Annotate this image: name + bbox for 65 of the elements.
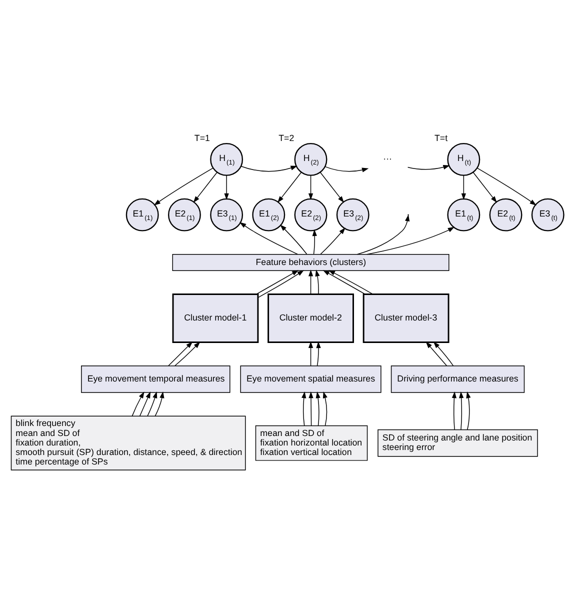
arrow [452, 390, 457, 430]
arrow [312, 228, 317, 254]
arrow [328, 270, 374, 294]
arrow [426, 341, 448, 366]
node-box: Feature behaviors (clusters) [172, 253, 450, 270]
arrow [139, 391, 151, 416]
arrow [324, 166, 369, 172]
node-circle: H$_{(2)}$ [294, 142, 328, 176]
arrow [224, 174, 229, 200]
node-box: mean and SD of fixation horizontal location fixation vertical location [255, 424, 368, 460]
arrow [174, 341, 200, 366]
arrow [256, 270, 299, 294]
node-circle: E2$_{(1)}$ [168, 198, 201, 231]
arrow [308, 174, 314, 200]
arrow [154, 390, 164, 416]
arrow [459, 390, 464, 430]
arrow [278, 172, 302, 202]
node-circle: E3$_{(2)}$ [336, 198, 370, 231]
arrow [316, 340, 321, 366]
arrow [322, 270, 366, 294]
arrow [154, 167, 214, 205]
arrow [315, 269, 320, 294]
node-label: T=2 [278, 132, 294, 143]
node-box: Cluster model-3 [362, 293, 450, 342]
arrow [308, 390, 314, 426]
node-circle: E2$_{(t)}$ [489, 198, 522, 231]
arrow [466, 390, 471, 430]
arrow [476, 167, 536, 205]
node-box: Eye movement temporal measures [81, 365, 230, 392]
node-box: Cluster model-2 [268, 293, 354, 342]
arrow [472, 172, 497, 202]
node-circle: E2$_{(2)}$ [294, 198, 328, 231]
node-circle: E1$_{(1)}$ [126, 198, 159, 231]
arrow [132, 391, 144, 416]
node-circle: H$_{(t)}$ [447, 142, 480, 176]
arrow [280, 224, 308, 254]
arrow [258, 270, 304, 298]
arrow [320, 227, 346, 254]
arrow [168, 341, 193, 366]
arrow [366, 226, 455, 254]
arrow [308, 269, 314, 294]
arrow [433, 341, 454, 366]
node-label: T=1 [194, 132, 210, 143]
arrow [461, 174, 466, 200]
node-circle: E3$_{(1)}$ [210, 198, 244, 231]
node-box: Cluster model-1 [172, 293, 259, 342]
arrow [308, 340, 314, 366]
node-box: Driving performance measures [390, 365, 525, 392]
node-text: ··· [383, 153, 392, 164]
arrow [240, 165, 298, 172]
node-label: T=t [434, 132, 448, 143]
arrow [356, 214, 410, 254]
arrow [239, 222, 298, 254]
node-circle: H$_{(1)}$ [210, 142, 244, 176]
arrow [302, 390, 306, 426]
node-circle: E3$_{(t)}$ [531, 198, 564, 231]
arrow [316, 390, 320, 426]
node-box: Eye movement spatial measures [240, 365, 382, 392]
arrow [407, 164, 450, 170]
arrow [147, 390, 158, 416]
arrow [320, 172, 344, 202]
node-box: blink frequency mean and SD of fixation duration, smooth pursuit (SP) duration, distance, speed, & direction time percentage of SPs [10, 415, 246, 470]
arrow [322, 390, 328, 426]
arrow [193, 172, 218, 202]
node-box: SD of steering angle and lane position steering error [378, 428, 538, 456]
